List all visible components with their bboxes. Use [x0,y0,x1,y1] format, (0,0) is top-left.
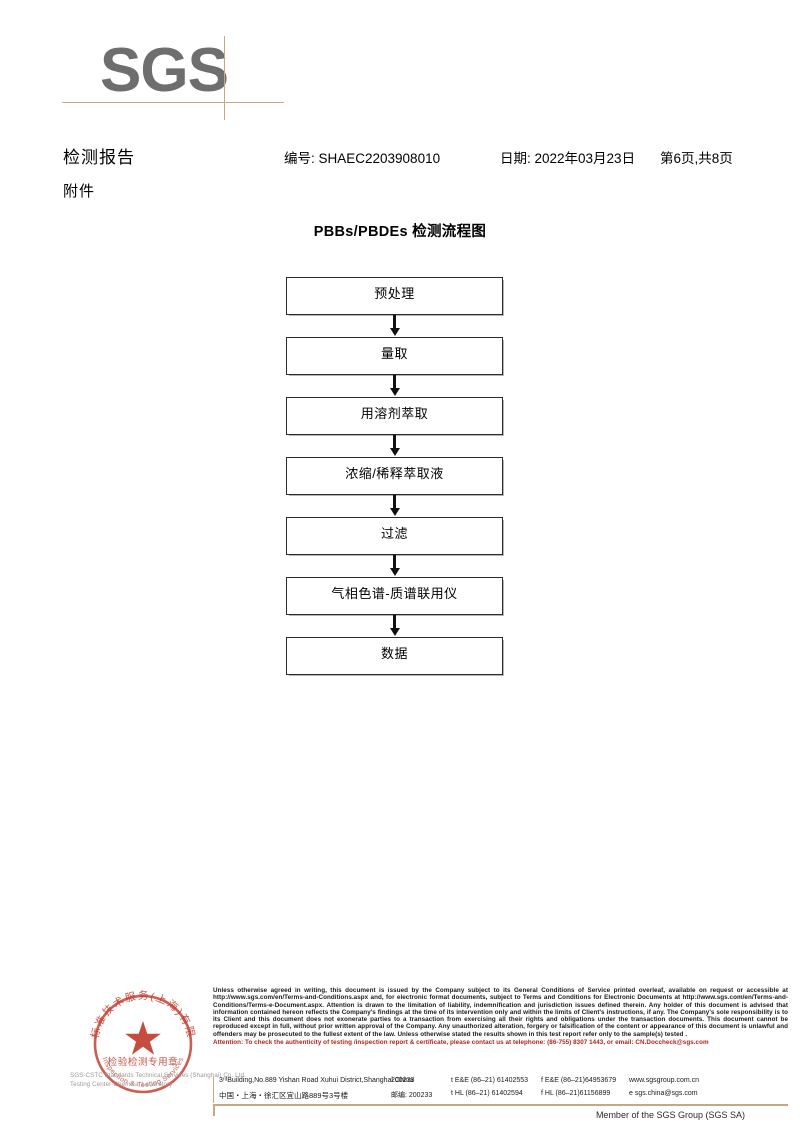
flow-step-label: 过滤 [380,525,408,541]
flowchart-title: PBBs/PBDEs 检测流程图 [313,224,487,240]
flow-arrow-icon [286,495,503,517]
flow-arrow-icon [286,615,503,637]
legal-body-text: Unless otherwise agreed in writing, this… [213,987,788,1038]
postcode-en: 200233 [391,1077,415,1084]
seal-caption-line2: Testing Center-Chemical Laboratory [70,1081,173,1088]
attention-notice: Attention: To check the authenticity of … [213,1039,709,1047]
flow-step: 浓缩/稀释萃取液 [286,457,503,495]
seal-caption: SGS-CSTC Standards Technical Services (S… [70,1071,250,1089]
address-en: 3ʳᵈBuilding,No.889 Yishan Road Xuhui Dis… [219,1077,414,1084]
flow-step: 气相色谱-质谱联用仪 [286,577,503,615]
company-seal-stamp: 通标标准技术服务(上海)有限公司 Inspection & Testing Se… [84,985,202,1103]
phone-en-1: t E&E (86–21) 61402553 [451,1077,529,1084]
flow-arrow-icon [286,555,503,577]
flow-arrow-icon [286,435,503,457]
page-subtitle: 附件 [63,183,96,200]
flow-step: 数据 [286,637,503,675]
flow-arrow-icon [286,315,503,337]
page-title: 检测报告 [63,148,135,167]
address-row-en: 3ʳᵈBuilding,No.889 Yishan Road Xuhui Dis… [219,1077,788,1090]
address-left-rule [213,1077,214,1103]
svg-text:检验检测专用章: 检验检测专用章 [108,1056,179,1068]
email-link[interactable]: e sgs.china@sgs.com [629,1090,698,1097]
footer-divider [213,1104,788,1106]
flow-step: 量取 [286,337,503,375]
postcode-cn: 邮编: 200233 [391,1092,433,1099]
flow-arrow-icon [286,375,503,397]
sgs-logo: SGS [62,36,284,123]
flow-step-label: 量取 [380,345,408,361]
flow-step-label: 数据 [380,645,408,661]
address-cn: 中国・上海・徐汇区宜山路889号3号楼 [219,1091,349,1100]
flow-step: 用溶剂萃取 [286,397,503,435]
address-row-cn: 中国・上海・徐汇区宜山路889号3号楼 邮编: 200233 t HL (86–… [219,1090,788,1103]
sgs-logo-text: SGS [100,36,229,105]
flow-step-label: 气相色谱-质谱联用仪 [331,585,458,601]
address-block: 3ʳᵈBuilding,No.889 Yishan Road Xuhui Dis… [213,1077,788,1103]
website-link[interactable]: www.sgsgroup.com.cn [629,1077,700,1084]
footer-divider-tick [213,1104,215,1116]
flow-step: 预处理 [286,277,503,315]
flow-step-label: 预处理 [374,285,415,301]
report-number: 编号: SHAEC2203908010 [284,151,441,166]
member-line: Member of the SGS Group (SGS SA) [595,1110,745,1120]
report-date: 日期: 2022年03月23日 [500,151,636,166]
logo-horizontal-rule [62,102,284,103]
seal-svg: 通标标准技术服务(上海)有限公司 Inspection & Testing Se… [84,985,195,1094]
page-indicator: 第6页,共8页 [660,151,733,166]
phone-cn-1: t HL (86–21) 61402594 [451,1090,523,1097]
flow-step-label: 浓缩/稀释萃取液 [345,465,444,481]
flow-step-label: 用溶剂萃取 [360,405,429,421]
flowchart: 预处理 量取 用溶剂萃取 浓缩/稀释萃取液 过滤 气相色谱-质谱联用仪 数据 [286,277,503,675]
flow-step: 过滤 [286,517,503,555]
logo-vertical-rule [224,36,225,120]
seal-caption-line1: SGS-CSTC Standards Technical Services (S… [70,1072,246,1079]
phone-en-2: f E&E (86–21)64953679 [541,1077,617,1084]
legal-disclaimer: Unless otherwise agreed in writing, this… [213,987,788,1046]
phone-cn-2: f HL (86–21)61156899 [541,1090,611,1097]
